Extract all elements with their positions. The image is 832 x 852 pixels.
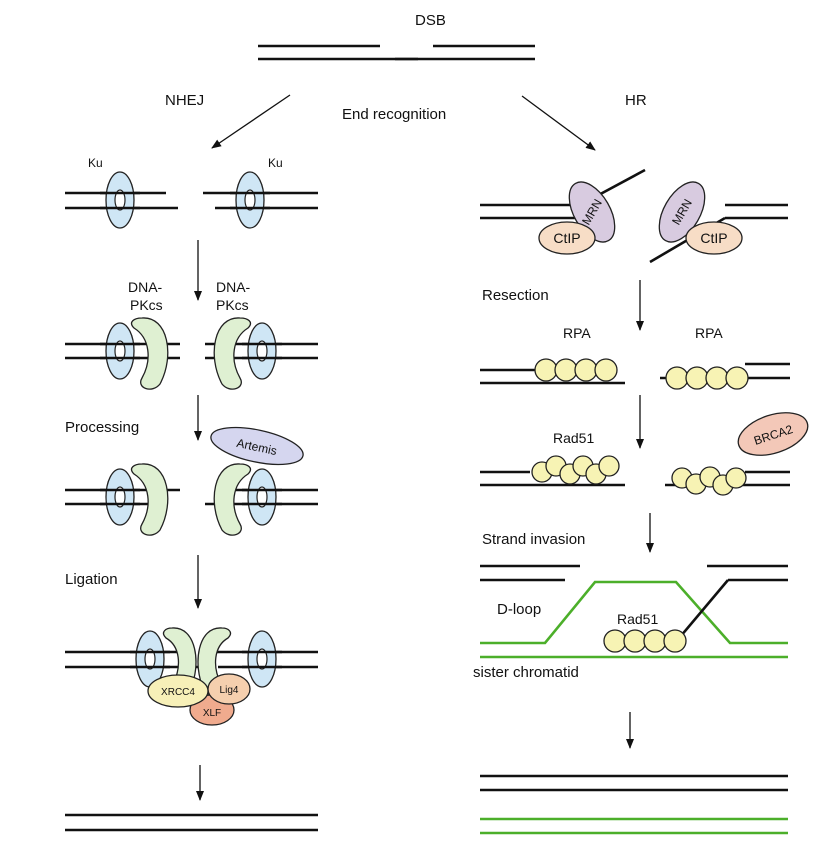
rpa-label-left: RPA (563, 325, 591, 341)
dnapkcs-left (130, 317, 169, 390)
sister-chromatid-label: sister chromatid (473, 664, 579, 681)
end-recognition-label: End recognition (342, 106, 446, 123)
dnapkcs-label-left-2: PKcs (130, 297, 163, 313)
hr-arrow (521, 95, 596, 151)
hr-rad51-step: Rad51 BRCA2 (480, 412, 809, 496)
hr-mrn-step: MRN CtIP MRN CtIP (480, 168, 788, 264)
dsb-label: DSB (415, 12, 446, 29)
xrcc4-label: XRCC4 (161, 687, 195, 698)
strand-invasion-label: Strand invasion (482, 531, 585, 548)
nhej-arrow (211, 94, 291, 149)
resection-label: Resection (482, 287, 549, 304)
hr-strand-invasion-step: Strand invasion D-loop Rad51 sister chro… (473, 531, 788, 681)
ku-label-left: Ku (88, 156, 103, 170)
nhej-processing-step: Processing Artemis (65, 419, 318, 536)
dloop-green-strand (480, 580, 788, 645)
dnapkcs-label-right-1: DNA- (216, 279, 251, 295)
invading-strand (674, 579, 729, 644)
nhej-label: NHEJ (165, 92, 204, 109)
dloop-label: D-loop (497, 601, 541, 618)
artemis-protein (210, 426, 304, 466)
dsb-dna (258, 44, 535, 61)
nhej-dnapkcs-step: DNA- PKcs DNA- PKcs (65, 279, 318, 390)
brca2-protein (737, 412, 809, 456)
dnapkcs-left-3 (130, 463, 169, 536)
ligation-label: Ligation (65, 571, 118, 588)
rpa-label-right: RPA (695, 325, 723, 341)
ctip-label-right: CtIP (700, 230, 727, 246)
rad51-dloop-label: Rad51 (617, 611, 658, 627)
nhej-ligation-step: Ligation XRCC4 Lig4 XLF (65, 571, 318, 726)
xlf-label: XLF (203, 708, 221, 719)
hr-repaired-dna (480, 774, 788, 835)
ctip-left (538, 221, 596, 255)
ctip-right (685, 221, 743, 255)
hr-label: HR (625, 92, 647, 109)
dnapkcs-right-3 (213, 463, 252, 536)
ctip-label-left: CtIP (553, 230, 580, 246)
lig4-label: Lig4 (220, 685, 239, 696)
ku-label-right: Ku (268, 156, 283, 170)
processing-label: Processing (65, 419, 139, 436)
hr-resection-step: Resection RPA RPA (480, 287, 790, 390)
rad51-label: Rad51 (553, 430, 594, 446)
nhej-repaired-dna (65, 813, 318, 832)
dnapkcs-label-right-2: PKcs (216, 297, 249, 313)
lig4-protein (207, 673, 251, 705)
dnapkcs-right (213, 317, 252, 390)
dnapkcs-label-left-1: DNA- (128, 279, 163, 295)
nhej-ku-step: Ku Ku (65, 156, 318, 229)
